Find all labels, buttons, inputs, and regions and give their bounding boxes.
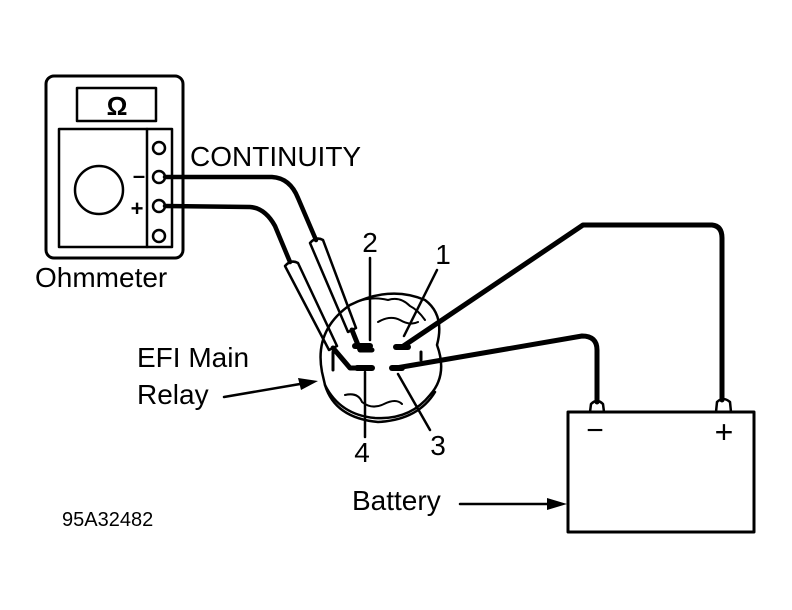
meter-leads — [162, 174, 375, 371]
jack-4 — [151, 228, 167, 244]
terminal-label-2: 2 — [362, 227, 378, 258]
ohm-symbol: Ω — [107, 91, 128, 121]
lead-minus-wire — [162, 174, 319, 243]
ohmmeter-dial — [73, 164, 125, 216]
relay-label-line1: EFI Main — [137, 342, 249, 373]
figure-code: 95A32482 — [62, 509, 153, 531]
probe-minus-tip — [349, 327, 375, 353]
relay-lower-detail — [344, 393, 403, 408]
relay-body — [319, 292, 443, 420]
leader-3 — [396, 372, 432, 432]
relay-base-rim — [323, 383, 437, 424]
minus-label: – — [133, 163, 145, 188]
relay-arrow-head — [298, 378, 318, 390]
probe-plus — [283, 260, 339, 352]
jack-1 — [151, 140, 167, 156]
terminal-label-1: 1 — [435, 239, 451, 270]
battery-case — [566, 410, 756, 534]
lead-plus-wire — [162, 203, 293, 265]
ohmmeter-label: Ohmmeter — [35, 262, 167, 293]
relay-label-line2: Relay — [137, 379, 209, 410]
terminal-label-3: 3 — [430, 430, 446, 461]
ohmmeter: Ω – + — [44, 74, 185, 260]
ohmmeter-body — [44, 74, 185, 260]
continuity-label: CONTINUITY — [190, 141, 361, 172]
battery-arrow-head — [547, 498, 567, 510]
leader-1 — [402, 268, 439, 338]
wire-terminal3-to-battery-minus — [393, 333, 600, 405]
battery-minus-post — [588, 399, 606, 414]
terminal-label-4: 4 — [354, 437, 370, 468]
battery-plus-label: + — [715, 414, 734, 450]
relay-detail — [377, 316, 419, 325]
battery-label: Battery — [352, 485, 441, 516]
battery-minus-label: − — [586, 414, 604, 447]
battery: − + — [566, 397, 756, 534]
ohmmeter-display — [75, 86, 158, 123]
plus-label: + — [131, 196, 144, 221]
battery-plus-post — [714, 397, 733, 414]
wire-terminal1-to-battery-plus — [399, 222, 725, 403]
relay-arrow-line — [222, 382, 302, 399]
relay-top-detail — [355, 297, 426, 321]
ohmmeter-panel — [57, 127, 174, 249]
probe-minus — [308, 237, 358, 334]
